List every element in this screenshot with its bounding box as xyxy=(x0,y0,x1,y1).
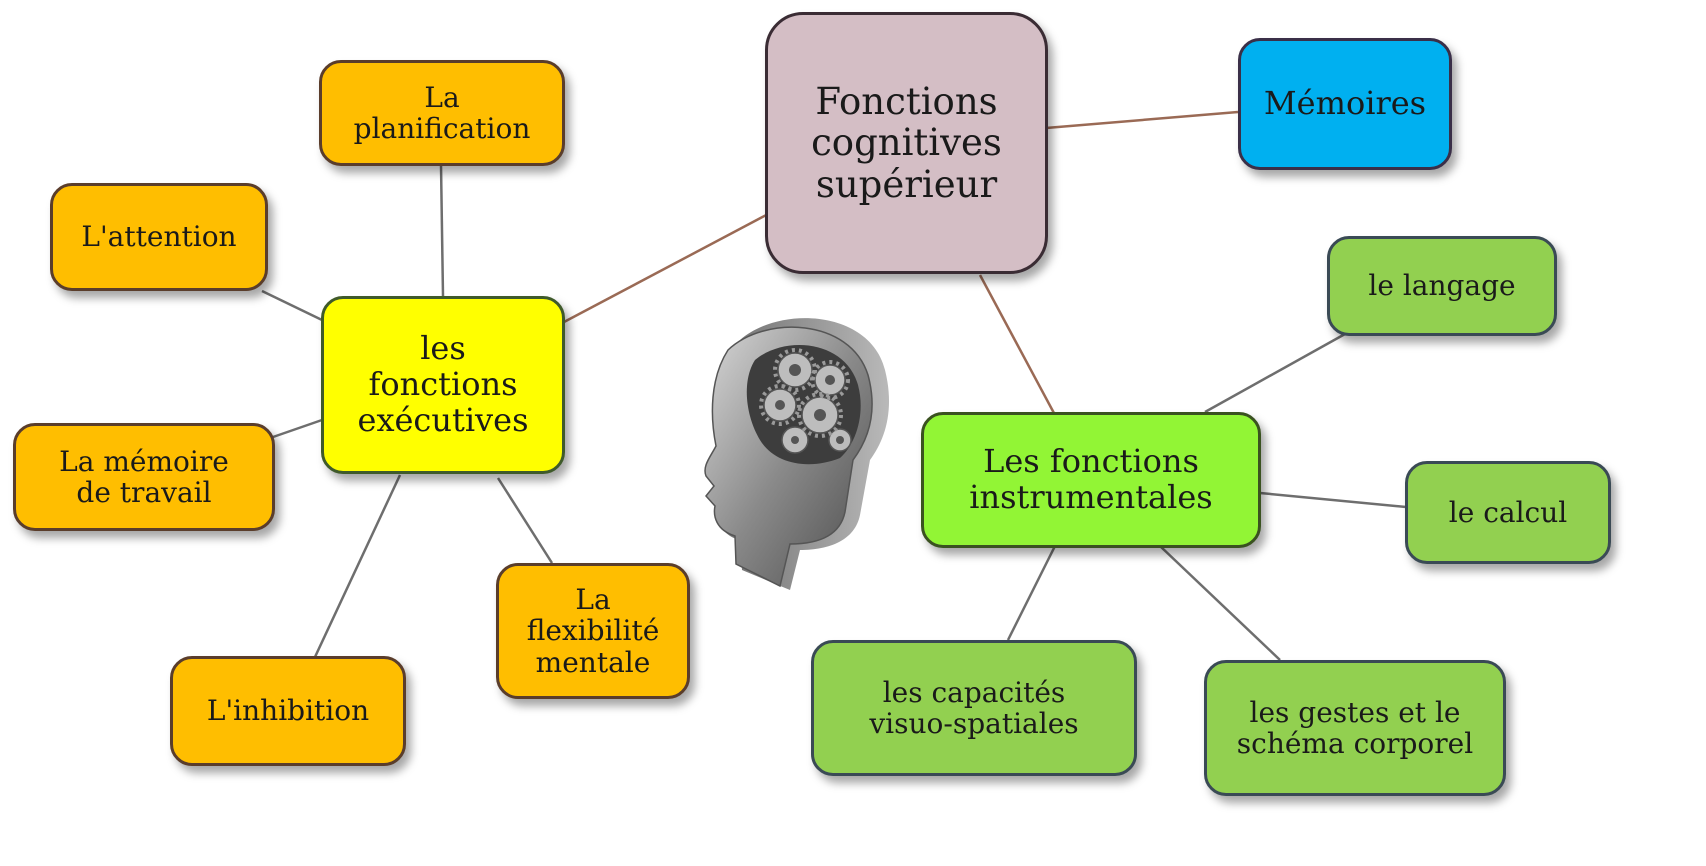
calculation-node: le calcul xyxy=(1405,461,1611,564)
link-root-executives xyxy=(563,211,771,324)
flexibility-node: La flexibilité mentale xyxy=(496,563,690,699)
gestures-body-schema-node: les gestes et le schéma corporel xyxy=(1204,660,1506,796)
link-exec-planification xyxy=(439,164,445,297)
link-exec-flexibilite xyxy=(496,477,554,564)
link-instr-calcul xyxy=(1259,491,1407,509)
link-instr-visuo xyxy=(1006,545,1057,641)
link-exec-inhibition xyxy=(313,474,402,658)
link-exec-memoire xyxy=(272,418,323,439)
planification-node: La planification xyxy=(319,60,565,166)
attention-node: L'attention xyxy=(50,183,268,291)
link-instr-gestes xyxy=(1159,545,1281,661)
instrumental-functions-node: Les fonctions instrumentales xyxy=(921,412,1261,548)
visuospatial-node: les capacités visuo-spatiales xyxy=(811,640,1137,776)
link-exec-attention xyxy=(261,289,323,322)
head-with-gears-icon xyxy=(704,318,890,590)
language-node: le langage xyxy=(1327,236,1557,336)
link-root-memoires xyxy=(1045,110,1239,130)
link-root-instrumentales xyxy=(978,274,1057,416)
memoires-node: Mémoires xyxy=(1238,38,1452,170)
inhibition-node: L'inhibition xyxy=(170,656,406,766)
root-node: Fonctions cognitives supérieur xyxy=(765,12,1048,274)
working-memory-node: La mémoire de travail xyxy=(13,423,275,531)
link-instr-langage xyxy=(1204,332,1346,414)
executive-functions-node: les fonctions exécutives xyxy=(321,296,565,474)
